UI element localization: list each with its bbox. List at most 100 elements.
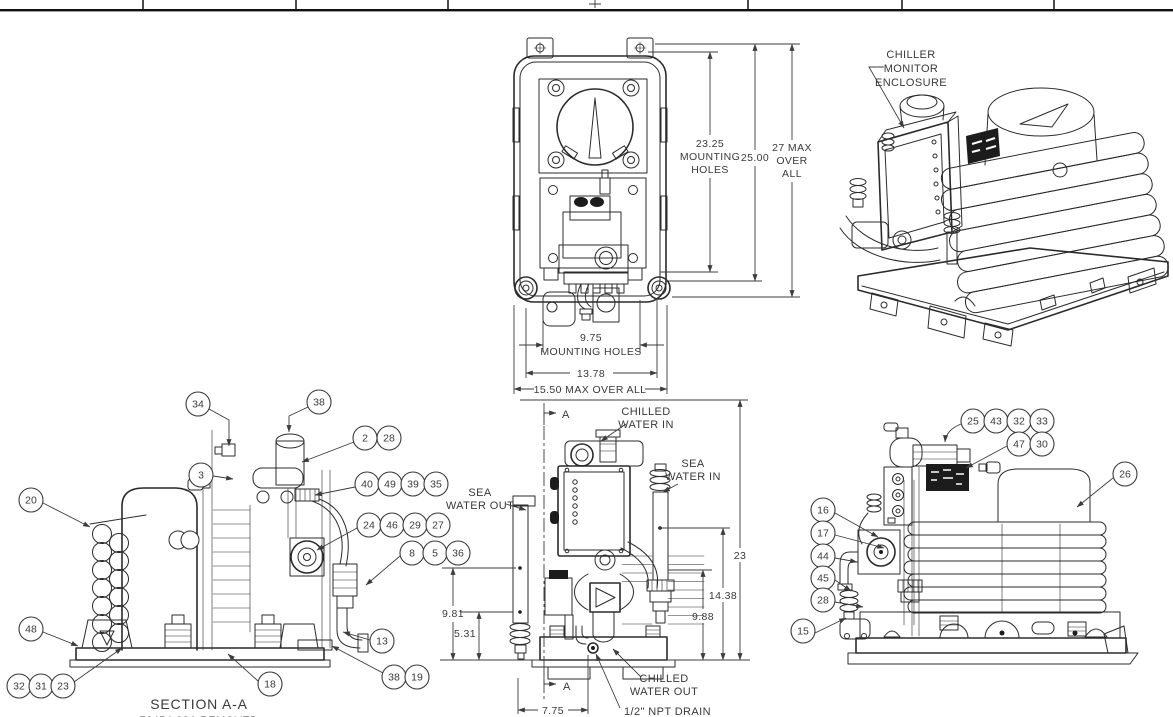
sea-water-in-label: SEA bbox=[681, 458, 704, 470]
svg-text:46: 46 bbox=[386, 520, 398, 532]
front-view: 9.81 5.31 9.88 14.38 23 7.75 A A CHILLED… bbox=[440, 399, 750, 717]
compressor-top bbox=[987, 87, 1095, 137]
svg-text:38: 38 bbox=[313, 397, 325, 409]
npt-drain-label: 1/2" NPT DRAIN bbox=[624, 706, 711, 717]
chilled-water-in-label: CHILLED bbox=[621, 406, 670, 418]
svg-text:48: 48 bbox=[25, 624, 37, 636]
dim-2325-l3: HOLES bbox=[691, 164, 729, 176]
section-marker-bottom: A bbox=[563, 681, 571, 693]
balloon-32s: 32 bbox=[1006, 408, 1032, 434]
svg-text:32: 32 bbox=[13, 681, 25, 693]
balloon-33: 33 bbox=[1029, 408, 1055, 434]
balloon-16: 16 bbox=[810, 497, 836, 523]
balloon-47: 47 bbox=[1006, 431, 1032, 457]
balloon-19: 19 bbox=[404, 664, 430, 690]
dim-27max-l2: OVER bbox=[776, 155, 807, 167]
section-view: 34 38 2 28 3 40 49 39 35 24 46 29 27 8 5… bbox=[6, 389, 471, 717]
svg-text:15: 15 bbox=[797, 626, 809, 638]
dim-1550: 15.50 MAX OVER ALL bbox=[534, 384, 647, 396]
balloon-31: 31 bbox=[28, 673, 54, 699]
section-view-leaders bbox=[42, 406, 401, 683]
svg-text:23: 23 bbox=[57, 681, 69, 693]
svg-text:32: 32 bbox=[1013, 416, 1025, 428]
iso-view: CHILLER MONITOR ENCLOSURE bbox=[839, 49, 1169, 347]
svg-text:19: 19 bbox=[411, 672, 423, 684]
side-view-linework bbox=[837, 422, 1139, 665]
chilled-water-out-label-l2: WATER OUT bbox=[630, 686, 698, 698]
svg-text:13: 13 bbox=[376, 636, 388, 648]
balloon-49: 49 bbox=[377, 471, 403, 497]
coil-section bbox=[89, 514, 147, 652]
front-view-dimensions: 9.81 5.31 9.88 14.38 23 7.75 bbox=[440, 399, 750, 717]
dim-975: 9.75 bbox=[580, 332, 602, 344]
balloon-15: 15 bbox=[790, 618, 816, 644]
svg-text:28: 28 bbox=[817, 595, 829, 607]
balloon-38b: 38 bbox=[381, 664, 407, 690]
balloon-5: 5 bbox=[422, 540, 448, 566]
section-subtitle: 70454-00A REMOVED bbox=[140, 715, 259, 717]
svg-text:45: 45 bbox=[817, 573, 829, 585]
dim-23: 23 bbox=[734, 550, 746, 562]
balloon-35: 35 bbox=[423, 471, 449, 497]
balloon-36: 36 bbox=[445, 540, 471, 566]
fan-screws bbox=[547, 79, 640, 169]
dim-27max-l3: ALL bbox=[782, 168, 802, 180]
dim-988: 9.88 bbox=[692, 611, 714, 623]
svg-text:30: 30 bbox=[1036, 439, 1048, 451]
svg-text:47: 47 bbox=[1013, 439, 1025, 451]
top-view: 23.25 MOUNTING HOLES 25.00 27 MAX OVER A… bbox=[512, 37, 812, 396]
balloon-25: 25 bbox=[960, 408, 986, 434]
svg-text:8: 8 bbox=[409, 548, 415, 560]
chiller-monitor-label-l3: ENCLOSURE bbox=[875, 77, 947, 89]
balloon-29: 29 bbox=[402, 512, 428, 538]
iso-callout: CHILLER MONITOR ENCLOSURE bbox=[868, 49, 947, 129]
balloon-40: 40 bbox=[354, 471, 380, 497]
fan-opening bbox=[556, 88, 634, 166]
balloon-48: 48 bbox=[18, 616, 44, 642]
balloon-3: 3 bbox=[188, 462, 214, 488]
balloon-32: 32 bbox=[6, 673, 32, 699]
drain-port bbox=[587, 642, 599, 654]
dim-1438: 14.38 bbox=[709, 590, 737, 602]
side-view: 25 43 32 33 47 30 26 16 17 44 45 28 15 bbox=[790, 408, 1139, 665]
svg-text:2: 2 bbox=[362, 433, 368, 445]
dim-975-l2: MOUNTING HOLES bbox=[540, 346, 641, 358]
section-view-linework bbox=[69, 429, 369, 668]
dim-981: 9.81 bbox=[442, 608, 464, 620]
balloon-23: 23 bbox=[50, 673, 76, 699]
balloon-46: 46 bbox=[379, 512, 405, 538]
condenser-coil-side bbox=[903, 521, 1107, 614]
balloon-28s: 28 bbox=[810, 587, 836, 613]
svg-text:20: 20 bbox=[25, 495, 37, 507]
sheet-center-mark bbox=[589, 0, 601, 8]
svg-text:29: 29 bbox=[409, 520, 421, 532]
svg-text:34: 34 bbox=[192, 399, 204, 411]
monitor-box-front bbox=[557, 465, 631, 557]
svg-text:3: 3 bbox=[198, 470, 204, 482]
section-marker-top: A bbox=[562, 409, 570, 421]
svg-text:16: 16 bbox=[817, 505, 829, 517]
balloon-20: 20 bbox=[18, 487, 44, 513]
chilled-water-in-label-l2: WATER IN bbox=[618, 419, 674, 431]
dim-2325: 23.25 bbox=[696, 138, 724, 150]
section-view-balloons: 34 38 2 28 3 40 49 39 35 24 46 29 27 8 5… bbox=[6, 389, 471, 699]
svg-text:33: 33 bbox=[1036, 416, 1048, 428]
chiller-monitor-label-l2: MONITOR bbox=[884, 63, 939, 75]
sea-water-out-label-l2: WATER OUT bbox=[446, 500, 514, 512]
svg-text:44: 44 bbox=[817, 551, 829, 563]
svg-text:36: 36 bbox=[452, 548, 464, 560]
dim-27max: 27 MAX bbox=[772, 142, 812, 154]
front-view-labels: A A CHILLED WATER IN SEA WATER IN SEA WA… bbox=[446, 406, 721, 717]
svg-text:17: 17 bbox=[817, 528, 829, 540]
svg-text:28: 28 bbox=[383, 433, 395, 445]
svg-text:39: 39 bbox=[407, 479, 419, 491]
balloon-8: 8 bbox=[399, 540, 425, 566]
svg-text:35: 35 bbox=[430, 479, 442, 491]
balloon-18: 18 bbox=[257, 671, 283, 697]
svg-text:25: 25 bbox=[967, 416, 979, 428]
top-view-dimensions: 23.25 MOUNTING HOLES 25.00 27 MAX OVER A… bbox=[513, 43, 812, 396]
balloon-28: 28 bbox=[376, 425, 402, 451]
balloon-38: 38 bbox=[306, 389, 332, 415]
balloon-45: 45 bbox=[810, 565, 836, 591]
